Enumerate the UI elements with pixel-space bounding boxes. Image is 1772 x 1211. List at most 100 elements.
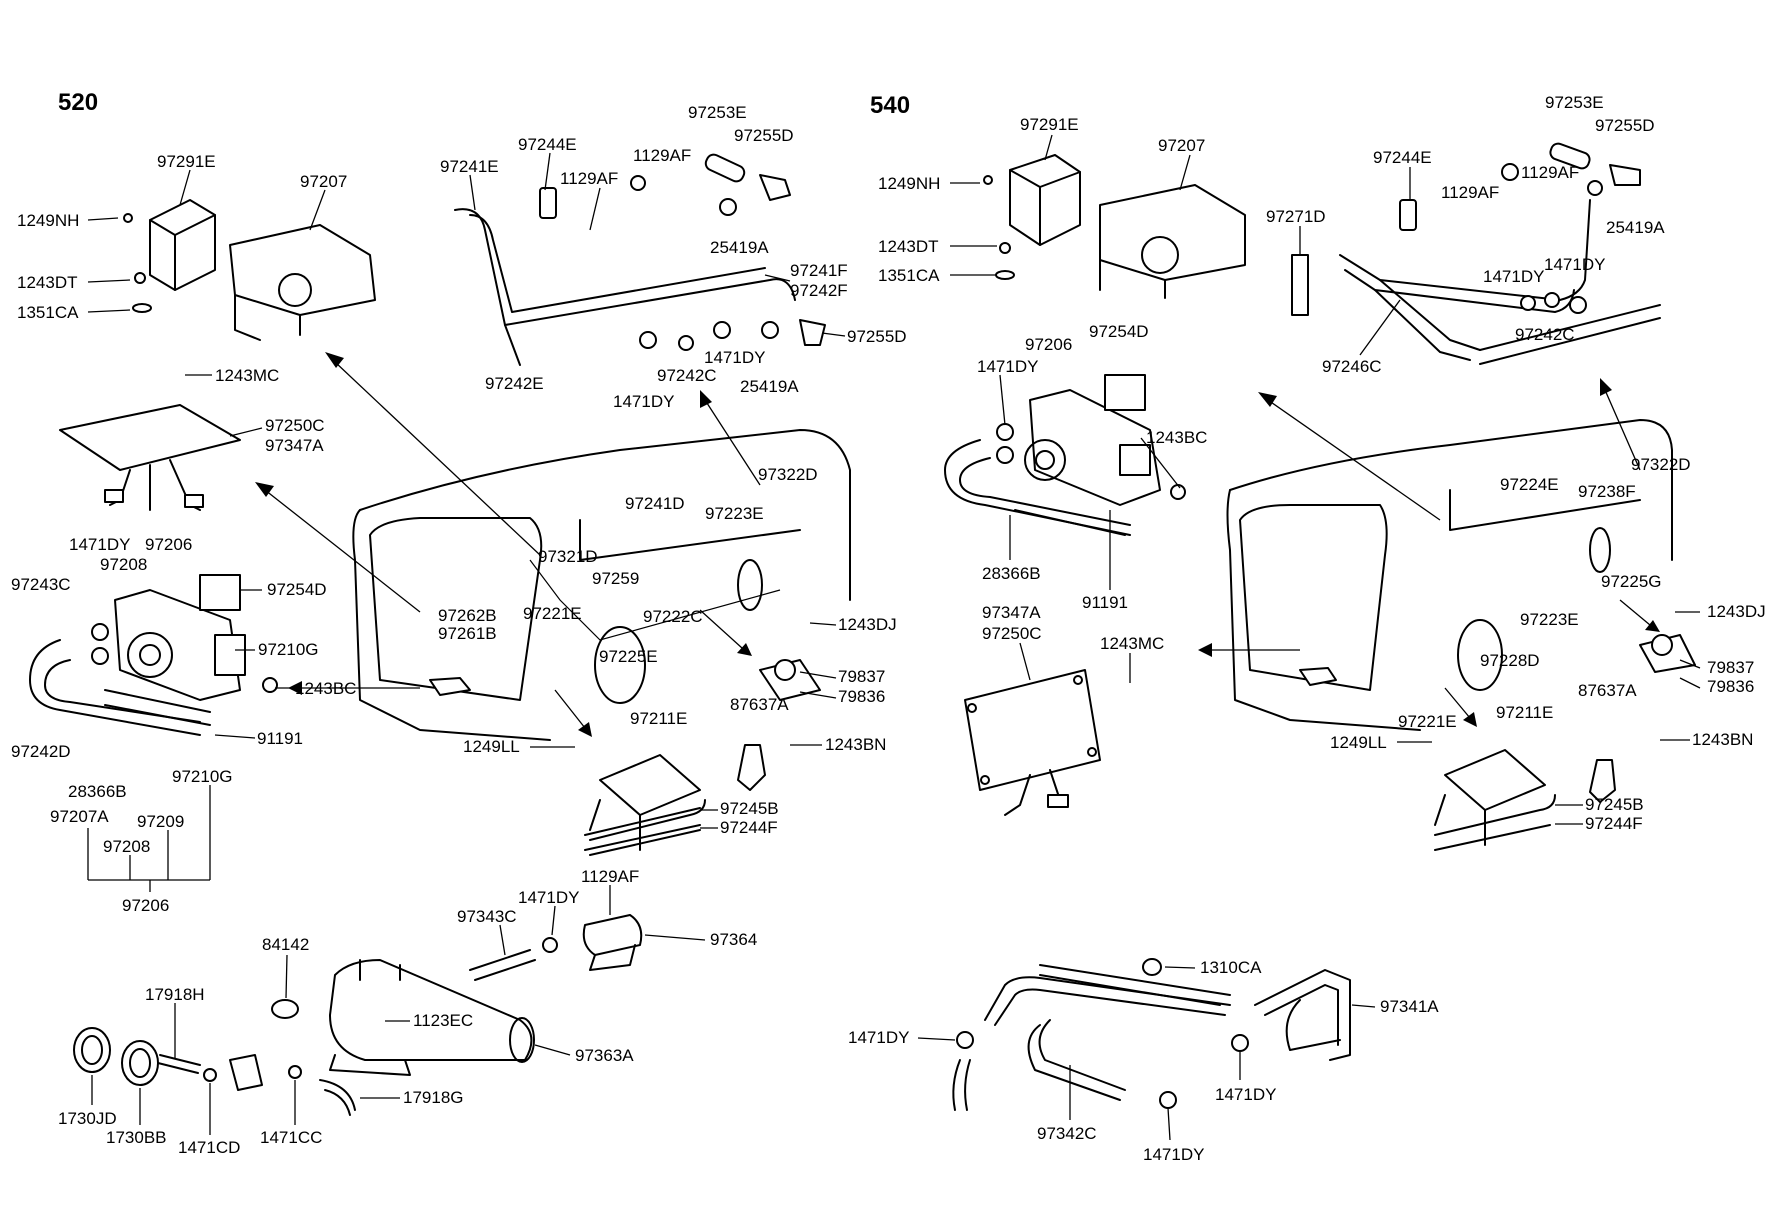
right-label-97271D: 97271D [1266, 207, 1326, 226]
right-label-1249NH: 1249NH [878, 174, 940, 193]
left-label-25419A-a: 25419A [710, 238, 769, 257]
br-label-1471DY-b: 1471DY [1215, 1085, 1276, 1104]
right-label-97347A: 97347A [982, 603, 1041, 622]
left-label-79837: 79837 [838, 667, 885, 686]
left-label-97223E: 97223E [705, 504, 764, 523]
left-label-97221E: 97221E [523, 604, 582, 623]
right-label-25419A: 25419A [1606, 218, 1665, 237]
right-label-1129AF-b: 1129AF [1441, 183, 1499, 202]
left-label-1243DT: 1243DT [17, 273, 77, 292]
bl-label-1123EC: 1123EC [413, 1011, 473, 1030]
right-labels: 97291E 97207 1249NH 1243DT 1351CA 97253E… [878, 93, 1766, 833]
left-label-91191: 91191 [257, 729, 303, 748]
bl-label-17918G: 17918G [403, 1088, 464, 1107]
left-label-97241D: 97241D [625, 494, 685, 513]
left-label-97255D-b: 97255D [847, 327, 907, 346]
left-label-97210G-b: 97210G [172, 767, 233, 786]
left-label-97241F: 97241F [790, 261, 848, 280]
right-label-1243BC: 1243BC [1146, 428, 1207, 447]
left-label-97242E: 97242E [485, 374, 544, 393]
left-label-97206-b: 97206 [122, 896, 169, 915]
right-label-1249LL: 1249LL [1330, 733, 1387, 752]
bottom-right-drawings [952, 958, 1351, 1111]
right-label-97225G: 97225G [1601, 572, 1662, 591]
right-label-97253E: 97253E [1545, 93, 1604, 112]
right-label-1471DY-b: 1471DY [1544, 255, 1605, 274]
left-label-97245B: 97245B [720, 799, 779, 818]
left-label-97207A: 97207A [50, 807, 109, 826]
right-label-1243BN: 1243BN [1692, 730, 1753, 749]
left-label-1243DJ: 1243DJ [838, 615, 897, 634]
right-label-97242C: 97242C [1515, 325, 1575, 344]
right-label-97255D: 97255D [1595, 116, 1655, 135]
right-label-1471DY-a: 1471DY [1483, 267, 1544, 286]
right-label-97244E: 97244E [1373, 148, 1432, 167]
left-label-97210G-a: 97210G [258, 640, 319, 659]
left-label-97347A: 97347A [265, 436, 324, 455]
left-label-97206-a: 97206 [145, 535, 192, 554]
bl-label-97363A: 97363A [575, 1046, 634, 1065]
right-label-97211E: 97211E [1496, 703, 1553, 722]
left-label-1129AF-a: 1129AF [560, 169, 618, 188]
left-label-97242D: 97242D [11, 742, 71, 761]
left-label-97262B: 97262B [438, 606, 497, 625]
left-label-97241E: 97241E [440, 157, 499, 176]
left-label-97225E: 97225E [599, 647, 658, 666]
right-label-97206: 97206 [1025, 335, 1072, 354]
right-label-97244F: 97244F [1585, 814, 1643, 833]
left-label-97259: 97259 [592, 569, 639, 588]
left-label-1243BN: 1243BN [825, 735, 886, 754]
filter-block-shape [114, 589, 241, 701]
right-label-97250C: 97250C [982, 624, 1042, 643]
br-label-1471DY-c: 1471DY [1143, 1145, 1204, 1164]
left-leader-lines [87, 152, 846, 892]
left-label-1471DY-c: 1471DY [69, 535, 130, 554]
bl-label-1471DY: 1471DY [518, 888, 579, 907]
bl-label-97343C: 97343C [457, 907, 517, 926]
bl-label-84142: 84142 [262, 935, 309, 954]
bl-label-97364: 97364 [710, 930, 757, 949]
left-label-97222C: 97222C [643, 607, 703, 626]
left-label-1351CA: 1351CA [17, 303, 79, 322]
br-label-97341A: 97341A [1380, 997, 1439, 1016]
left-labels: 97291E 97207 1249NH 1243DT 1351CA 97241E… [11, 103, 907, 915]
left-label-97244F: 97244F [720, 818, 778, 837]
ecu-plate-shape [59, 404, 241, 471]
left-label-97253E: 97253E [688, 103, 747, 122]
bottom-left-leaders [91, 885, 706, 1135]
left-label-1243MC: 1243MC [215, 366, 279, 385]
left-label-97208-b: 97208 [103, 837, 150, 856]
right-label-28366B: 28366B [982, 564, 1041, 583]
model-520-header: 520 [58, 89, 98, 116]
left-label-97244E: 97244E [518, 135, 577, 154]
right-label-97322D: 97322D [1631, 455, 1691, 474]
left-label-28366B: 28366B [68, 782, 127, 801]
bl-label-1730JD: 1730JD [58, 1109, 117, 1128]
left-label-97242F: 97242F [790, 281, 848, 300]
left-label-97211E: 97211E [630, 709, 687, 728]
right-label-97245B: 97245B [1585, 795, 1644, 814]
left-label-1249LL: 1249LL [463, 737, 520, 756]
right-label-91191: 91191 [1082, 593, 1128, 612]
bl-label-1129AF: 1129AF [581, 867, 639, 886]
right-label-97224E: 97224E [1500, 475, 1559, 494]
relay-cover-shape [149, 199, 216, 291]
right-label-1351CA: 1351CA [878, 266, 940, 285]
left-part-drawings [29, 153, 851, 856]
bl-label-17918H: 17918H [145, 985, 205, 1004]
left-label-97208-a: 97208 [100, 555, 147, 574]
right-label-97221E: 97221E [1398, 712, 1457, 731]
left-label-97321D: 97321D [538, 547, 598, 566]
left-label-1471DY-b: 1471DY [704, 348, 765, 367]
br-label-1471DY-a: 1471DY [848, 1028, 909, 1047]
vehicle-body-outline-right [1229, 419, 1673, 561]
bl-label-1471CD: 1471CD [178, 1138, 240, 1157]
right-label-79836: 79836 [1707, 677, 1754, 696]
left-label-1249NH: 1249NH [17, 211, 79, 230]
right-label-87637A: 87637A [1578, 681, 1637, 700]
left-label-1129AF-b: 1129AF [633, 146, 691, 165]
right-leader-lines [950, 134, 1701, 825]
left-label-97261B: 97261B [438, 624, 497, 643]
model-540-header: 540 [870, 92, 910, 119]
